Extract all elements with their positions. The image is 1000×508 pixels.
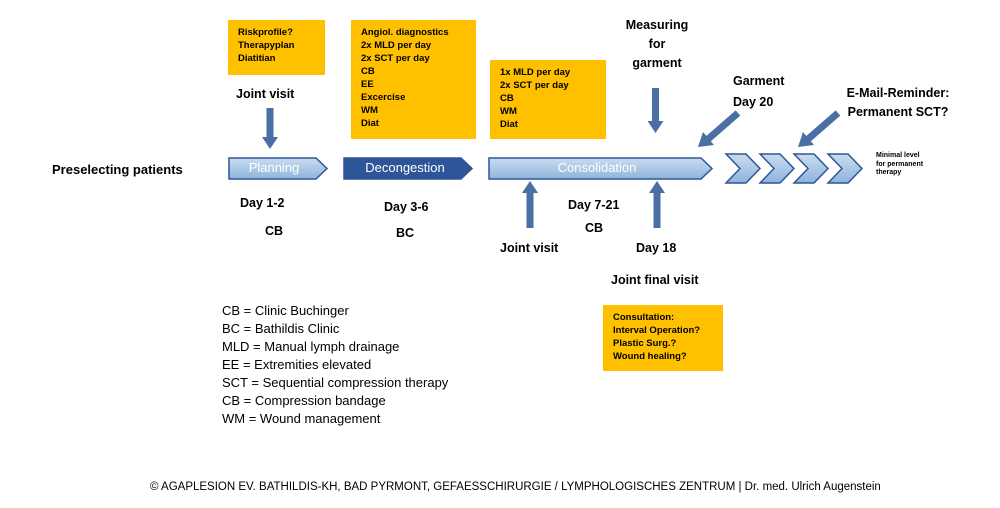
decongestion-box-line: EE	[361, 79, 374, 90]
planning-box-line: Diatitian	[238, 53, 276, 64]
garment-line: Garment	[733, 74, 785, 88]
planning-day-label: Day 1-2	[240, 196, 285, 210]
legend-item: SCT = Sequential compression therapy	[222, 375, 449, 390]
pointer-email	[798, 110, 841, 147]
day-18-label: Day 18	[636, 241, 677, 255]
decongestion-box-line: Angiol. diagnostics	[361, 27, 449, 38]
pointer-joint-visit-bottom	[522, 181, 538, 228]
legend-item: MLD = Manual lymph drainage	[222, 339, 400, 354]
email-line: E-Mail-Reminder:	[846, 86, 950, 100]
phase-label-consolidation: Consolidation	[557, 160, 637, 175]
garment-line: Day 20	[733, 95, 774, 109]
decongestion-arrow	[343, 157, 474, 180]
final-box-line: Interval Operation?	[613, 325, 701, 336]
legend-item: WM = Wound management	[222, 411, 381, 426]
chevron-2	[758, 153, 796, 184]
planning-box-line: Therapyplan	[238, 40, 295, 51]
chevron-3	[792, 153, 830, 184]
email-reminder-label: E-Mail-Reminder: Permanent SCT?	[838, 84, 958, 122]
minimal-line: therapy	[876, 169, 902, 176]
consolidation-day-label: Day 7-21	[568, 198, 620, 212]
minimal-line: Minimal level	[876, 152, 920, 159]
phase-label-decongestion: Decongestion	[365, 160, 445, 175]
garment-label: Garment Day 20	[733, 71, 784, 113]
consolidation-box-line: WM	[500, 106, 517, 117]
consolidation-site-label: CB	[585, 221, 604, 235]
final-box-line: Wound healing?	[613, 351, 687, 362]
final-box-line: Plastic Surg.?	[613, 338, 677, 349]
consolidation-arrow	[488, 157, 714, 180]
minimal-level-label: Minimal level for permanent therapy	[876, 152, 923, 178]
pointer-measuring	[647, 88, 664, 133]
decongestion-box: Angiol. diagnostics 2x MLD per day 2x SC…	[351, 20, 476, 139]
consolidation-box-line: 1x MLD per day	[500, 67, 571, 78]
decongestion-box-line: CB	[361, 66, 375, 77]
legend-item: BC = Bathildis Clinic	[222, 321, 340, 336]
abbreviation-legend: CB = Clinic Buchinger BC = Bathildis Cli…	[222, 302, 448, 428]
pointer-joint-visit-top	[262, 108, 278, 149]
phase-label-planning: Planning	[248, 160, 300, 175]
final-box-line: Consultation:	[613, 312, 675, 323]
consolidation-box-line: Diat	[500, 119, 518, 130]
legend-item: CB = Clinic Buchinger	[222, 303, 349, 318]
email-line: Permanent SCT?	[847, 105, 949, 119]
decongestion-box-line: WM	[361, 105, 378, 116]
decongestion-box-line: 2x SCT per day	[361, 53, 430, 64]
decongestion-box-line: 2x MLD per day	[361, 40, 432, 51]
consolidation-box: 1x MLD per day 2x SCT per day CB WM Diat	[490, 60, 606, 139]
minimal-line: for permanent	[876, 160, 924, 168]
pointer-day-18	[649, 181, 665, 228]
decongestion-box-line: Diat	[361, 118, 379, 129]
planning-box: Riskprofile? Therapyplan Diatitian	[228, 20, 325, 75]
planning-site-label: CB	[265, 224, 284, 238]
pointer-garment	[698, 110, 741, 147]
decongestion-site-label: BC	[396, 226, 415, 240]
measuring-line: Measuring	[625, 18, 689, 32]
chevron-1	[724, 153, 762, 184]
final-visit-box: Consultation: Interval Operation? Plasti…	[603, 305, 723, 371]
planning-arrow	[228, 157, 329, 180]
measuring-label: Measuring for garment	[612, 16, 702, 73]
decongestion-box-line: Excercise	[361, 92, 406, 103]
legend-item: EE = Extremities elevated	[222, 357, 372, 372]
copyright-footer: © AGAPLESION EV. BATHILDIS-KH, BAD PYRMO…	[150, 481, 881, 493]
decongestion-day-label: Day 3-6	[384, 200, 429, 214]
measuring-line: garment	[632, 56, 682, 70]
chevron-4	[826, 153, 864, 184]
joint-visit-bottom-label: Joint visit	[500, 241, 559, 255]
joint-visit-top-label: Joint visit	[236, 87, 295, 101]
measuring-line: for	[648, 37, 666, 51]
preselecting-patients-label: Preselecting patients	[52, 162, 183, 177]
planning-box-line: Riskprofile?	[238, 27, 293, 38]
consolidation-box-line: CB	[500, 93, 514, 104]
legend-item: CB = Compression bandage	[222, 393, 386, 408]
joint-final-visit-label: Joint final visit	[611, 273, 699, 287]
consolidation-box-line: 2x SCT per day	[500, 80, 569, 91]
